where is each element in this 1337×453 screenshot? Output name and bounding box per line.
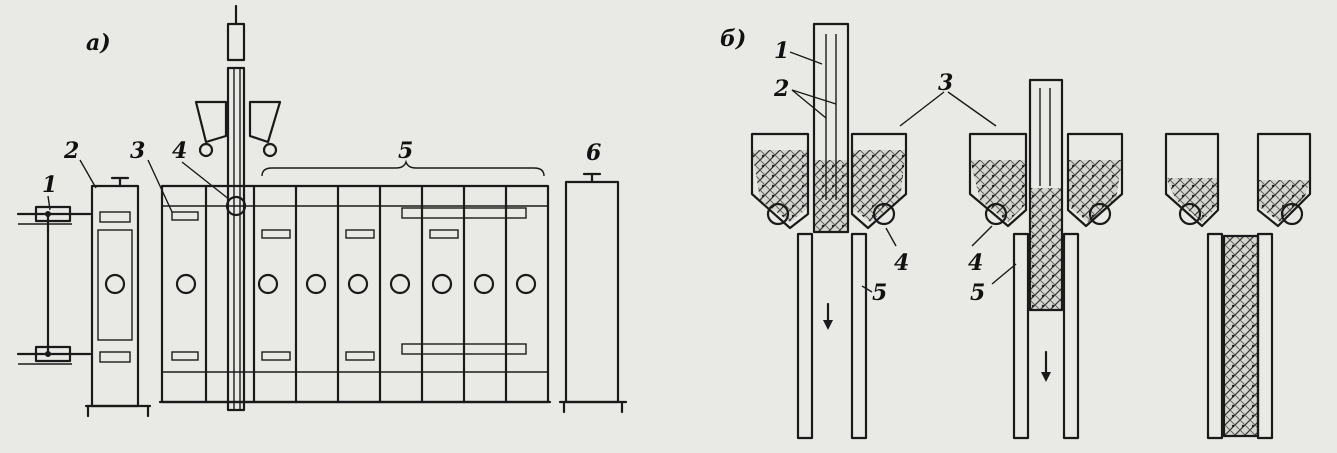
cassette-battery xyxy=(158,184,552,404)
label-3: 3 xyxy=(130,138,145,164)
stage-3 xyxy=(1164,132,1312,440)
label-6: 6 xyxy=(586,140,601,166)
section-brace xyxy=(261,159,545,177)
label-b4b: 4 xyxy=(968,250,983,276)
label-1: 1 xyxy=(42,172,57,198)
label-4: 4 xyxy=(172,138,187,164)
stage-2 xyxy=(968,78,1124,440)
leader-b1 xyxy=(789,51,823,65)
label-b3: 3 xyxy=(938,70,953,96)
leader-4 xyxy=(181,161,231,201)
panel-b-title: б) xyxy=(720,26,746,52)
leader-1 xyxy=(47,195,51,211)
leader-b5a xyxy=(861,285,873,293)
leader-2 xyxy=(79,159,97,189)
label-b1: 1 xyxy=(774,38,789,64)
leader-b3b xyxy=(947,91,997,127)
separate-frame xyxy=(558,172,628,414)
leader-b4b xyxy=(971,225,993,247)
label-b5a: 5 xyxy=(872,280,887,306)
panel-a-title: а) xyxy=(86,30,111,56)
leader-b2b xyxy=(791,89,837,105)
leader-b4a xyxy=(885,227,897,247)
label-b4a: 4 xyxy=(894,250,909,276)
leader-b3a xyxy=(899,91,945,127)
central-feeder xyxy=(194,4,282,412)
label-2: 2 xyxy=(63,138,79,164)
label-b5b: 5 xyxy=(970,280,985,306)
leader-b2a xyxy=(791,89,827,119)
panel-b: б) xyxy=(720,22,1312,440)
leader-b5b xyxy=(991,263,1017,285)
label-5: 5 xyxy=(398,138,413,164)
end-frame xyxy=(84,176,152,418)
stage-1 xyxy=(750,22,908,440)
leader-3 xyxy=(147,159,173,213)
panel-a: а) xyxy=(16,4,628,418)
anchor-assembly xyxy=(16,205,92,365)
label-b2: 2 xyxy=(773,76,789,102)
